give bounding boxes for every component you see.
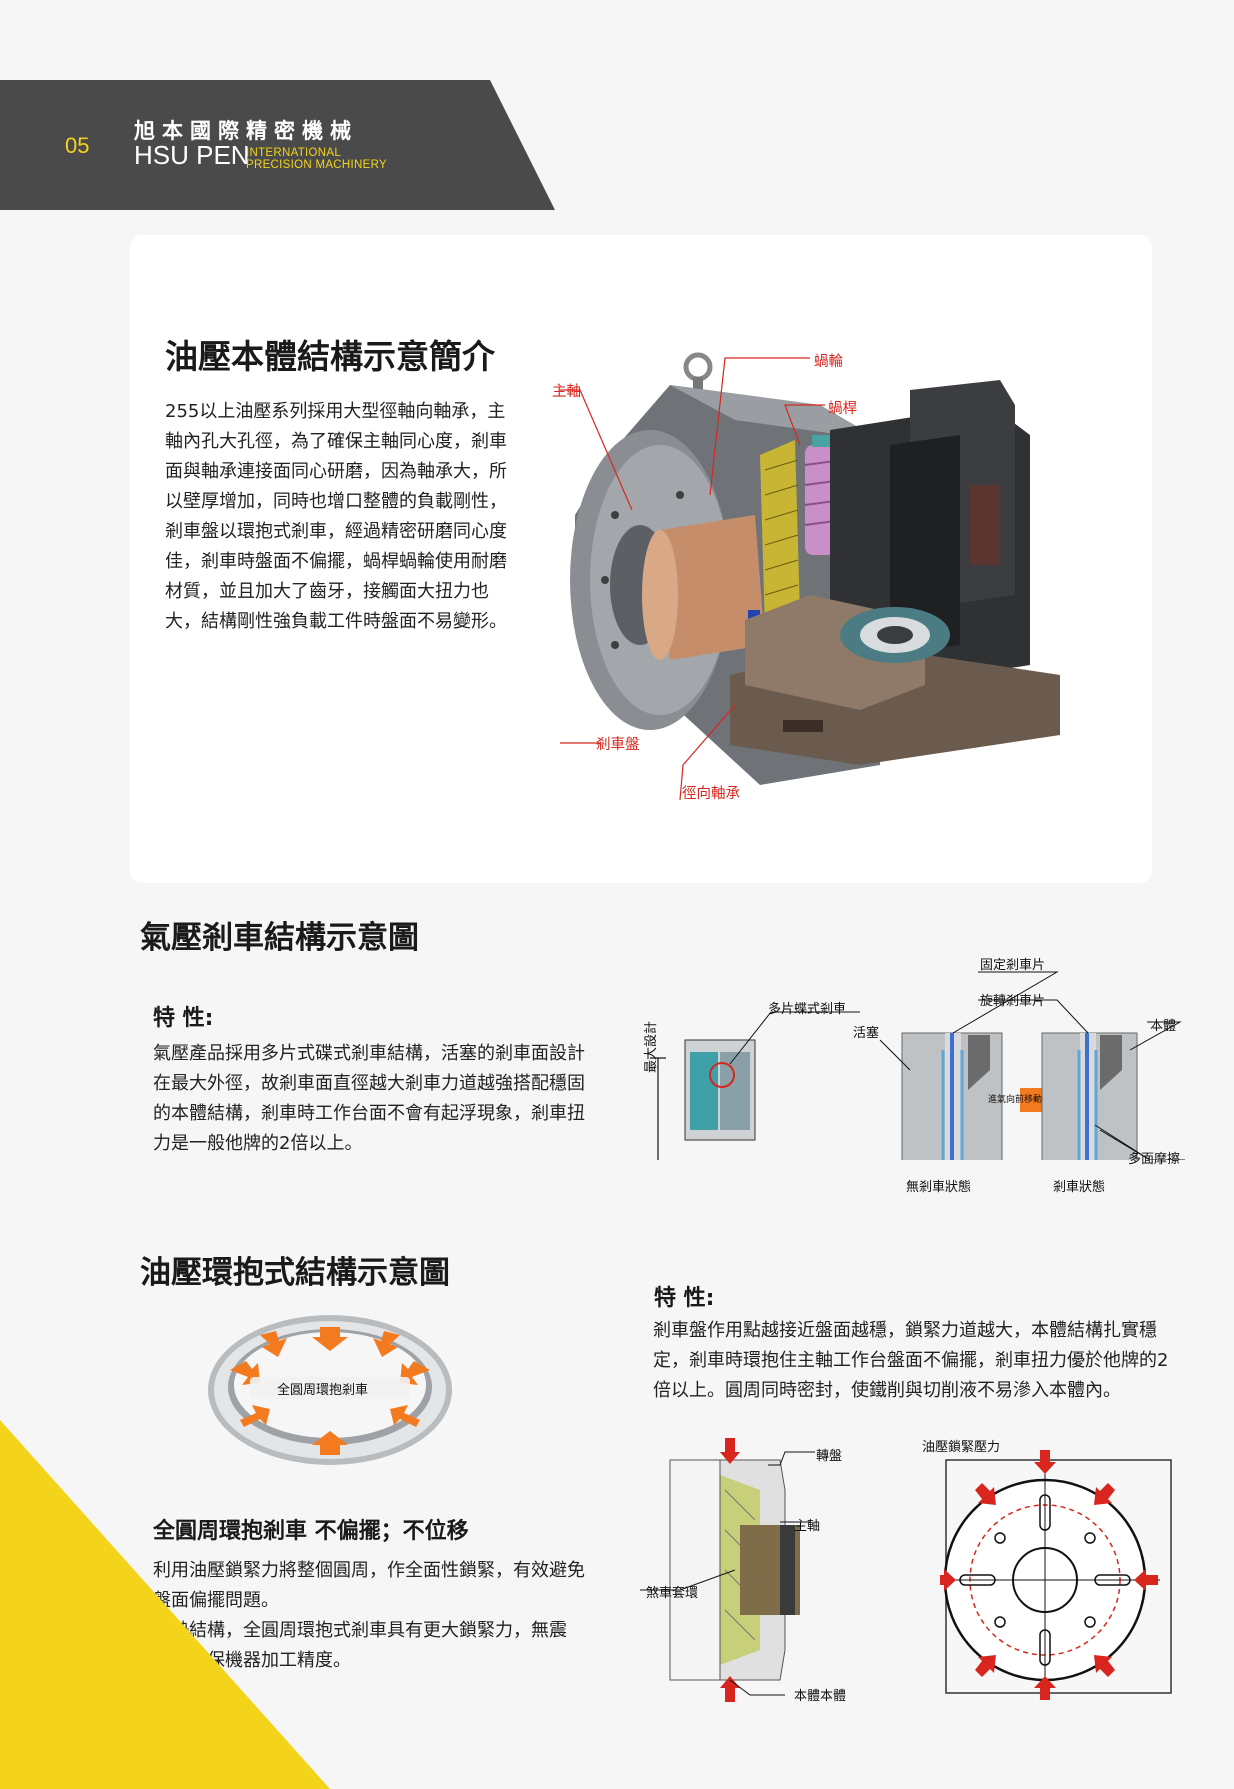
section1-paragraph: 255以上油壓系列採用大型徑軸向軸承，主軸內孔大孔徑，為了確保主軸同心度，剎車面… xyxy=(165,401,507,632)
section3-feature-heading: 特 性: xyxy=(654,1286,715,1311)
label-radial-bearing: 徑向軸承 xyxy=(682,786,740,802)
section3-feature-paragraph: 剎車盤作用點越接近盤面越穩，鎖緊力道越大，本體結構扎實穩定，剎車時環抱住主軸工作… xyxy=(653,1320,1169,1401)
label-spindle: 主軸 xyxy=(552,384,581,400)
decorative-yellow-triangle xyxy=(0,1420,330,1789)
hydraulic-clamp-pressure-diagram xyxy=(940,1450,1172,1700)
ring-label: 全圓周環抱剎車 xyxy=(277,1383,369,1398)
label-piston: 活塞 xyxy=(853,1026,880,1041)
section2-paragraph: 氣壓產品採用多片式碟式剎車結構，活塞的剎車面設計在最大外徑，故剎車面直徑越大剎車… xyxy=(153,1043,585,1154)
pneumatic-brake-diagram xyxy=(650,971,1185,1160)
section2-feature-heading: 特 性: xyxy=(153,1006,214,1031)
label-hydraulic-pressure: 油壓鎖緊壓力 xyxy=(922,1440,1001,1455)
label-multi-face-friction: 多面摩擦 xyxy=(1128,1152,1181,1167)
label-body: 本體 xyxy=(1150,1019,1177,1034)
page-number: 05 xyxy=(65,133,90,158)
hydraulic-body-cutaway-illustration xyxy=(560,352,1060,801)
header-band xyxy=(0,80,555,210)
label-brake-disc: 剎車盤 xyxy=(596,737,640,753)
label-brake-state: 剎車狀態 xyxy=(1053,1180,1106,1195)
section2-title: 氣壓剎車結構示意圖 xyxy=(140,920,419,956)
section3-subheading: 全圓周環抱剎車 不偏擺；不位移 xyxy=(153,1519,469,1544)
full-circumference-ring-illustration xyxy=(208,1315,452,1465)
label-multi-disc-brake: 多片蝶式剎車 xyxy=(768,1002,847,1017)
section1-title: 油壓本體結構示意簡介 xyxy=(165,337,495,376)
label-turntable: 轉盤 xyxy=(816,1449,843,1464)
label-no-brake-state: 無剎車狀態 xyxy=(906,1180,972,1195)
label-body-body: 本體本體 xyxy=(794,1689,847,1704)
label-max-design: 最大設計 xyxy=(644,1020,659,1073)
label-spindle-section3: 主軸 xyxy=(794,1519,821,1534)
section3-paragraph1: 利用油壓鎖緊力將整個圓周，作全面性鎖緊，有效避免盤面偏擺問題。 xyxy=(153,1560,585,1611)
label-brake-sleeve: 煞車套環 xyxy=(646,1586,699,1601)
label-worm: 蝸桿 xyxy=(828,401,857,417)
brand-subtitle-line2: PRECISION MACHINERY xyxy=(246,159,387,171)
label-rotating-brake-plate: 旋轉剎車片 xyxy=(980,994,1046,1009)
brake-sleeve-cross-section xyxy=(640,1438,815,1702)
section3-title: 油壓環抱式結構示意圖 xyxy=(140,1255,450,1291)
label-worm-wheel: 蝸輪 xyxy=(814,354,843,370)
brand-name-english: HSU PEN xyxy=(134,140,250,170)
label-air-forward: 進氣向前移動 xyxy=(988,1095,1043,1105)
brand-name-chinese: 旭本國際精密機械 xyxy=(134,119,358,143)
label-fixed-brake-plate: 固定剎車片 xyxy=(980,958,1046,973)
brand-subtitle-line1: INTERNATIONAL xyxy=(246,147,342,159)
